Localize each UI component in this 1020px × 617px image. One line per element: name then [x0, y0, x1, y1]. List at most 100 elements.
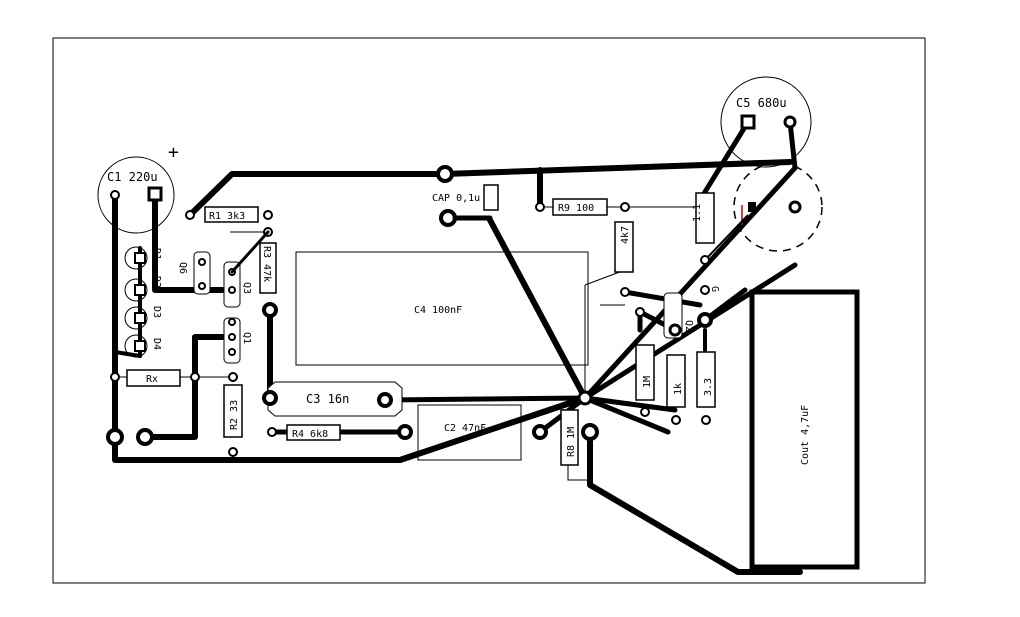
transistor-q3: Q3: [223, 230, 270, 308]
pad: [620, 202, 630, 212]
q1-label: Q1: [241, 332, 252, 344]
capacitor-c5-outline: [720, 76, 812, 168]
pad: [783, 115, 797, 129]
diode-bridge: D1 D2 D3 D4: [113, 246, 162, 358]
c1-polarity-mark: +: [168, 142, 179, 163]
pad: [700, 285, 710, 295]
pad: [185, 210, 195, 220]
r-1-1-label: 1.1: [692, 204, 703, 222]
pad: [228, 372, 238, 382]
square-pad: [134, 252, 146, 264]
r1-label: R1 3k3: [209, 211, 245, 222]
capacitor-dashed-outline: [733, 162, 823, 252]
pad: [228, 348, 236, 356]
pad: [267, 427, 277, 437]
pad: [228, 447, 238, 457]
q6-body: [193, 251, 211, 295]
ground-node-pad: [577, 390, 593, 406]
pad: [262, 302, 278, 318]
q2-label: Q2: [683, 320, 694, 332]
r-3-3-label: 3.3: [703, 378, 714, 396]
square-pad: [740, 114, 756, 130]
square-pad: [748, 202, 756, 212]
r-1k-label: 1k: [673, 383, 684, 395]
square-pad: [134, 312, 146, 324]
pad: [436, 165, 454, 183]
pad: [198, 258, 206, 266]
d1-label: D1: [151, 248, 162, 260]
r2-label: R2 33: [229, 400, 240, 430]
resistor-1-1-body: [695, 192, 715, 244]
pad: [397, 424, 413, 440]
pad: [532, 424, 548, 440]
square-pad: [134, 284, 146, 296]
cout-label: Cout 4,7uF: [800, 405, 811, 465]
resistor-4k7-body: [614, 221, 634, 273]
pad: [620, 287, 630, 297]
pad: [198, 282, 206, 290]
c3-label: C3 16n: [306, 392, 349, 406]
r3-label: R3 47k: [261, 246, 272, 282]
resistor-r3-body: [259, 242, 277, 294]
pad: [110, 190, 120, 200]
r4k7-label: 4k7: [620, 226, 631, 244]
r8-label: R8 1M: [566, 427, 577, 457]
resistor-1m-body: [635, 344, 655, 401]
rx-label: Rx: [146, 374, 158, 385]
square-pad: [134, 340, 146, 352]
q3-body: [223, 261, 241, 308]
resistor-1k-body: [666, 354, 686, 408]
pad: [668, 323, 682, 337]
pad: [190, 372, 200, 382]
pad: [671, 415, 681, 425]
pad: [697, 312, 713, 328]
thin-traces: [115, 206, 700, 460]
pad: [228, 333, 236, 341]
q6-label: Q6: [177, 262, 188, 274]
pad: [110, 372, 120, 382]
resistor-r8-body: [560, 409, 579, 466]
capacitor-c3-body: [267, 381, 403, 417]
resistor-r4-body: [286, 424, 341, 441]
capacitor-c1-outline: [97, 156, 175, 234]
pad: [700, 255, 710, 265]
c4-label: C4 100nF: [414, 305, 462, 316]
pad: [377, 392, 393, 408]
resistor-r2-body: [223, 384, 243, 438]
c5-label: C5 680u: [736, 96, 787, 110]
pad: [136, 428, 154, 446]
resistor-r1-body: [204, 206, 259, 223]
capacitor-cout-body: [749, 289, 860, 570]
capacitor-cap-body: [483, 184, 499, 211]
pad: [106, 428, 124, 446]
d4-label: D4: [151, 338, 162, 350]
thin-trace: [704, 214, 749, 261]
transistor-q6: Q6: [177, 251, 211, 295]
q3-label: Q3: [241, 282, 252, 294]
pad: [262, 390, 278, 406]
transistor-q1: Q1: [223, 317, 252, 364]
r-1m-label: 1M: [642, 376, 653, 388]
d3-label: D3: [151, 306, 162, 318]
pad: [701, 415, 711, 425]
pad: [535, 202, 545, 212]
capacitor-c4-body: [295, 251, 589, 366]
c1-label: C1 220u: [107, 170, 158, 184]
r4-label: R4 6k8: [292, 429, 328, 440]
board-outline: [52, 37, 926, 584]
pad: [635, 307, 645, 317]
g-label: G: [709, 286, 720, 292]
pad: [581, 423, 599, 441]
square-pad: [147, 186, 163, 202]
pad: [640, 407, 650, 417]
pad: [788, 200, 802, 214]
c2-label: C2 47nF: [444, 423, 486, 434]
resistor-3-3-body: [696, 351, 716, 408]
resistor-rx-body: [126, 369, 181, 387]
d2-label: D2: [151, 276, 162, 288]
pad: [228, 286, 236, 294]
cap-label: CAP 0,1u: [432, 193, 480, 204]
pad: [228, 318, 236, 326]
pad: [263, 210, 273, 220]
